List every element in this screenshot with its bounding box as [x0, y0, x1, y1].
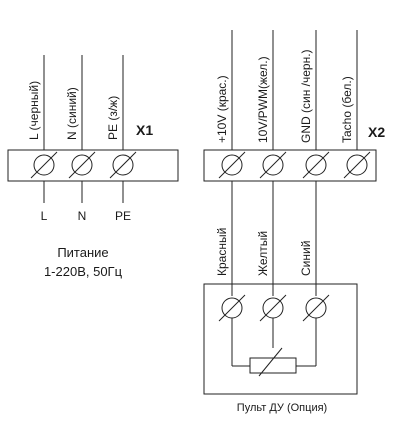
x1-terminal-label-pe: PE — [115, 209, 131, 223]
remote-caption: Пульт ДУ (Опция) — [237, 402, 327, 414]
x1-wire-label-n: N (синий) — [65, 87, 79, 140]
potentiometer — [231, 318, 317, 377]
x2-wire-label-10v: +10V (крас.) — [215, 75, 229, 143]
x2-wire-label-pwm: 10V/PWM(жел.) — [256, 56, 270, 143]
remote-wire-label-blue: Синий — [299, 241, 313, 276]
x1-block-body — [7, 149, 179, 182]
x1-terminal-block: L (черный) N (синий) PE (з/ж) X1 L N PE … — [7, 55, 179, 279]
x2-terminal-screw-10v — [218, 151, 246, 179]
x2-terminal-screw-pwm — [259, 151, 287, 179]
x1-terminal-label-n: N — [78, 209, 87, 223]
x1-terminal-screw-pe — [109, 151, 137, 179]
x1-caption-line2: 1-220В, 50Гц — [44, 264, 123, 279]
x1-wire-label-pe: PE (з/ж) — [106, 96, 120, 140]
x2-block-body — [203, 149, 377, 182]
x1-wire-label-l: L (черный) — [27, 81, 41, 140]
x1-terminal-label-l: L — [41, 209, 48, 223]
x2-wire-label-tacho: Tacho (бел.) — [340, 76, 354, 143]
x2-terminal-block: +10V (крас.) 10V/PWM(жел.) GND (син /чер… — [203, 30, 385, 300]
x1-terminal-screw-l — [30, 151, 58, 179]
remote-control-box: Пульт ДУ (Опция) — [203, 283, 358, 414]
potentiometer-wiper — [258, 347, 283, 377]
remote-wire-label-yellow: Желтый — [256, 231, 270, 276]
x1-caption-line1: Питание — [57, 245, 108, 260]
x2-label: X2 — [368, 124, 385, 140]
potentiometer-resistor — [249, 357, 297, 374]
x2-terminal-screw-gnd — [302, 151, 330, 179]
x1-terminal-screw-n — [68, 151, 96, 179]
x2-terminal-screw-tacho — [343, 151, 371, 179]
x1-label: X1 — [136, 122, 153, 138]
remote-wire-label-red: Красный — [215, 228, 229, 276]
x2-wire-label-gnd: GND (син /черн.) — [299, 49, 313, 143]
remote-terminal-screw-1 — [218, 294, 246, 322]
